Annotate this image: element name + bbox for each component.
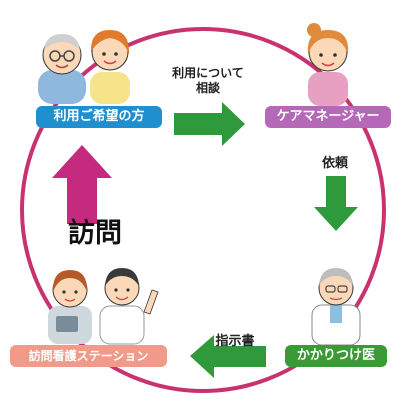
- node-doctor-label: かかりつけ医: [285, 345, 387, 367]
- consult-arrow: [174, 102, 245, 146]
- visit-arrow: [52, 145, 112, 224]
- instruction-note: 指示書: [215, 334, 255, 349]
- consult-note-line2: 相談: [195, 81, 220, 95]
- visit-note: 訪問: [68, 218, 122, 249]
- nurses-icon: [48, 268, 159, 345]
- elderly-couple-icon: [38, 30, 130, 104]
- request-note: 依頼: [321, 156, 348, 171]
- node-care-manager-label: ケアマネージャー: [265, 106, 391, 128]
- doctor-icon: [311, 268, 361, 346]
- care-manager-icon: [307, 23, 349, 106]
- node-user-label: 利用ご希望の方: [36, 106, 162, 128]
- consult-note: 利用について 相談: [160, 66, 256, 96]
- cycle-ring: [20, 27, 386, 393]
- consult-note-line1: 利用について: [172, 66, 244, 80]
- instruction-arrow: [190, 335, 266, 378]
- request-arrow: [314, 176, 358, 231]
- node-nursing-station-label: 訪問看護ステーション: [10, 345, 167, 367]
